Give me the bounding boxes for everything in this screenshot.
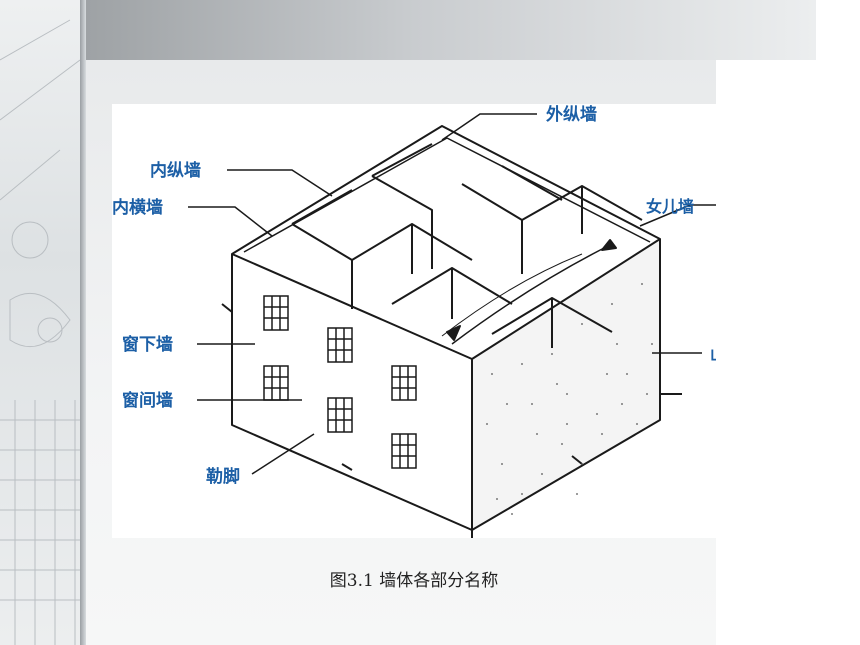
gable-texture bbox=[486, 283, 653, 515]
left-decoration-sketch bbox=[0, 19, 86, 645]
label-inner-longitudinal-wall: 内纵墙 bbox=[150, 160, 201, 181]
left-panel-edge bbox=[80, 0, 86, 645]
label-between-window-wall: 窗间墙 bbox=[122, 390, 173, 411]
gable-wall-shape bbox=[471, 238, 661, 531]
wall-diagram: 外纵墙 内纵墙 内横墙 女儿墙 窗下墙 山墙 窗间墙 勒脚 bbox=[112, 104, 716, 538]
label-parapet-wall: 女儿墙 bbox=[646, 197, 694, 216]
label-outer-longitudinal-wall: 外纵墙 bbox=[546, 104, 597, 125]
label-under-window-wall: 窗下墙 bbox=[122, 334, 173, 355]
right-background bbox=[716, 0, 860, 645]
leader-lines bbox=[188, 113, 716, 475]
windows bbox=[263, 295, 417, 469]
roof-outline bbox=[231, 125, 661, 255]
left-decoration-panel bbox=[0, 0, 86, 645]
label-plinth: 勒脚 bbox=[206, 466, 240, 487]
label-gable-wall: 山墙 bbox=[710, 345, 716, 364]
title-bar bbox=[86, 0, 816, 60]
building-isometric-drawing: 外纵墙 内纵墙 内横墙 女儿墙 窗下墙 山墙 窗间墙 勒脚 bbox=[112, 104, 716, 538]
figure-caption: 图3.1 墙体各部分名称 bbox=[329, 571, 499, 591]
label-inner-transverse-wall: 内横墙 bbox=[112, 197, 163, 218]
